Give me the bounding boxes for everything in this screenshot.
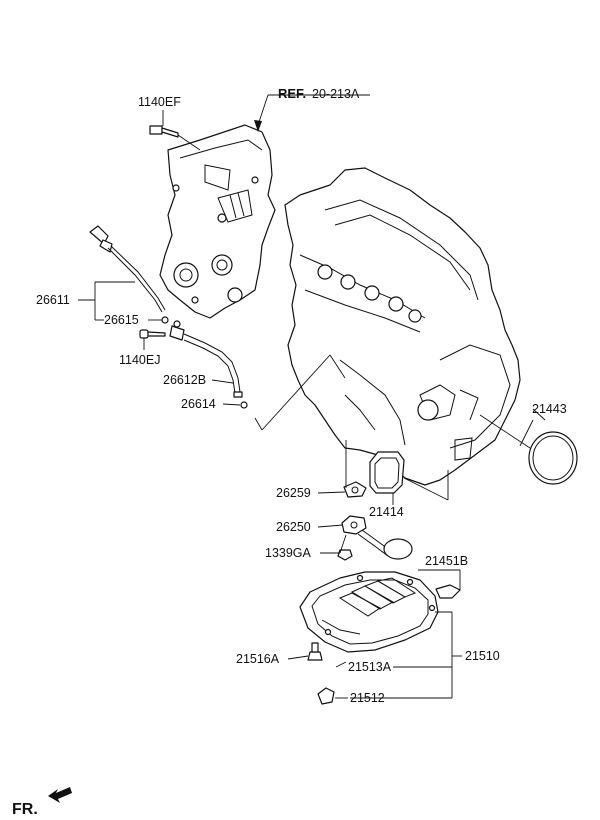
ref-code-label: 20-213A	[312, 87, 360, 101]
engine-block-drawing	[284, 167, 521, 486]
part-labels: REF. 20-213A 1140EF 26611 26615 1140EJ 2…	[36, 86, 567, 705]
bolt-1140ef-drawing	[149, 125, 201, 151]
part-label-1339ga: 1339GA	[265, 546, 312, 560]
dipstick-drawing	[89, 225, 169, 324]
part-label-26614: 26614	[181, 397, 216, 411]
part-label-21513a: 21513A	[348, 660, 392, 674]
strainer-drawing	[341, 515, 413, 560]
part-label-26250: 26250	[276, 520, 311, 534]
part-label-26259: 26259	[276, 486, 311, 500]
gasket-26259-drawing	[343, 481, 367, 498]
bolt-21516a-drawing	[307, 642, 323, 661]
part-label-26611: 26611	[36, 293, 70, 307]
part-label-21510: 21510	[465, 649, 500, 663]
oil-seal-drawing	[528, 431, 578, 485]
front-arrow-icon	[48, 787, 72, 803]
part-label-26615: 26615	[104, 313, 139, 327]
ref-prefix-label: REF.	[278, 86, 306, 101]
leader-lines	[78, 94, 546, 699]
timing-cover-drawing	[159, 124, 276, 319]
front-direction-marker: FR.	[12, 787, 72, 818]
part-label-21443: 21443	[532, 402, 567, 416]
part-label-1140ej: 1140EJ	[119, 353, 160, 367]
part-label-21512: 21512	[350, 691, 385, 705]
part-label-21451b: 21451B	[425, 554, 468, 568]
drain-plug-drawing	[317, 687, 335, 705]
bolt-1339ga-drawing	[337, 549, 353, 561]
part-label-21414: 21414	[369, 505, 404, 519]
part-label-26612b: 26612B	[163, 373, 206, 387]
front-direction-label: FR.	[12, 801, 38, 818]
part-label-21516a: 21516A	[236, 652, 280, 666]
part-label-1140ef: 1140EF	[138, 95, 181, 109]
dipstick-tube-drawing	[139, 320, 248, 409]
cover-21414-drawing	[369, 451, 405, 494]
oil-pan-drawing	[299, 571, 461, 653]
